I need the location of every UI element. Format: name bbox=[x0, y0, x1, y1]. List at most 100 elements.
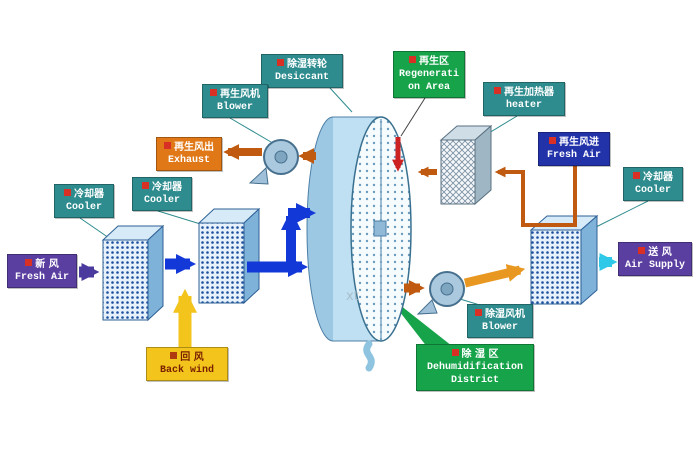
regen-blower-label-zh-text: 再生风机 bbox=[220, 89, 260, 100]
cooler-left-label-zh-text: 冷却器 bbox=[74, 189, 104, 200]
label-bullet-icon bbox=[170, 352, 178, 359]
cooler-right-label-en-text: Cooler bbox=[634, 185, 671, 196]
cooler-mid-label-en-text: Cooler bbox=[143, 195, 180, 206]
cooler-left-label: 冷却器 Cooler bbox=[54, 184, 114, 218]
dehum-blower-label: 除湿风机 Blower bbox=[467, 304, 533, 338]
regen-blower-shape bbox=[248, 139, 299, 185]
air-supply-label-zh: 送 风 bbox=[623, 246, 687, 259]
back-wind-label-zh-text: 回 风 bbox=[180, 352, 204, 363]
cooler-mid-label-zh-text: 冷却器 bbox=[152, 182, 182, 193]
dehum-blower-hub bbox=[440, 282, 454, 296]
label-bullet-icon bbox=[494, 87, 501, 94]
label-bullet-icon bbox=[638, 247, 646, 254]
cooler-left-side-face bbox=[147, 224, 164, 322]
air-supply-label-en-text: Air Supply bbox=[624, 260, 685, 271]
regen-intake-line-arrow bbox=[494, 163, 577, 227]
label-bullet-icon bbox=[451, 349, 459, 356]
leader-desiccant bbox=[329, 87, 353, 113]
label-bullet-icon bbox=[142, 182, 149, 189]
cooler-left-label-zh: 冷却器 bbox=[59, 188, 109, 201]
cooler-mid-front-face bbox=[198, 222, 245, 304]
desiccant-label: 除湿转轮 Desiccant bbox=[261, 54, 343, 88]
label-bullet-icon bbox=[164, 142, 171, 149]
label-bullet-icon bbox=[25, 259, 33, 266]
dehum-district-label-zh: 除 湿 区 bbox=[421, 348, 529, 361]
dehum-blower-label-zh-text: 除湿风机 bbox=[485, 309, 525, 320]
desiccant-label-zh: 除湿转轮 bbox=[266, 58, 338, 71]
regen-blower-label-en-text: Blower bbox=[216, 102, 253, 113]
label-bullet-icon bbox=[633, 172, 640, 179]
dehum-blower-to-cooler-arrow bbox=[463, 264, 526, 288]
leader-regen-blower bbox=[229, 117, 272, 143]
dehum-district-label-zh-text: 除 湿 区 bbox=[461, 349, 499, 360]
desiccant-label-zh-text: 除湿转轮 bbox=[287, 59, 327, 70]
regen-fresh-air-label: 再生风进 Fresh Air bbox=[538, 132, 610, 166]
dehum-blower-outlet bbox=[416, 299, 438, 315]
leader-regeneration-area bbox=[400, 97, 426, 137]
regeneration-area-label: 再生区 Regenerati on Area bbox=[393, 51, 465, 98]
cooler-right-label-zh: 冷却器 bbox=[628, 171, 678, 184]
regeneration-area-label-en2: on Area bbox=[407, 82, 450, 93]
label-bullet-icon bbox=[64, 189, 71, 196]
regen-heater-label: 再生加热器 heater bbox=[483, 82, 565, 116]
label-bullet-icon bbox=[549, 137, 556, 144]
cooler-mid-side-face bbox=[243, 207, 260, 305]
fresh-air-label: 新 风 Fresh Air bbox=[7, 254, 77, 288]
regeneration-area-label-zh: 再生区 bbox=[398, 55, 460, 68]
dehum-blower-label-en-text: Blower bbox=[481, 322, 518, 333]
regen-heater-label-en-text: heater bbox=[505, 100, 542, 111]
regen-blower-outlet bbox=[248, 166, 269, 185]
label-bullet-icon bbox=[210, 89, 217, 96]
exhaust-label-zh-text: 再生风出 bbox=[174, 142, 214, 153]
dehum-district-label-en2: District bbox=[450, 375, 499, 386]
regen-fresh-air-label-zh: 再生风进 bbox=[543, 136, 605, 149]
flow-arrows bbox=[79, 137, 618, 347]
regen-heater-label-zh: 再生加热器 bbox=[488, 86, 560, 99]
exhaust-label-zh: 再生风出 bbox=[161, 141, 217, 154]
label-bullet-icon bbox=[277, 59, 284, 66]
air-supply-label-zh-text: 送 风 bbox=[648, 247, 672, 258]
label-bullet-icon bbox=[409, 56, 416, 63]
fresh-air-label-zh-text: 新 风 bbox=[35, 259, 59, 270]
cooler-left-front-face bbox=[102, 239, 149, 321]
regeneration-area-label-en1: Regenerati bbox=[398, 69, 459, 80]
cooler-right-side-face bbox=[580, 214, 598, 306]
wheel-body-edges bbox=[333, 116, 381, 342]
heater-side-face bbox=[474, 124, 492, 206]
cooler-right-label-zh-text: 冷却器 bbox=[643, 172, 673, 183]
back-wind-label-zh: 回 风 bbox=[151, 351, 223, 364]
cooler-mid-label: 冷却器 Cooler bbox=[132, 177, 192, 211]
cooler-right-front-face bbox=[530, 229, 582, 305]
regen-heater-label-zh-text: 再生加热器 bbox=[504, 87, 554, 98]
leader-cooler-right bbox=[591, 200, 649, 230]
desiccant-label-en-text: Desiccant bbox=[274, 72, 329, 83]
cooler-box-mid bbox=[197, 207, 261, 305]
dehum-blower-shape bbox=[416, 271, 465, 315]
cooler-left-label-en-text: Cooler bbox=[65, 202, 102, 213]
regeneration-area-label-zh-text: 再生区 bbox=[419, 56, 449, 67]
dehum-district-label: 除 湿 区 Dehumidification District bbox=[416, 344, 534, 391]
dehum-blower-label-zh: 除湿风机 bbox=[472, 308, 528, 321]
desiccant-wheel bbox=[306, 116, 412, 342]
cooler-box-left bbox=[101, 224, 165, 322]
back-wind-label-en-text: Back wind bbox=[159, 365, 214, 376]
dehum-district-label-en1: Dehumidification bbox=[426, 362, 523, 373]
regen-fresh-air-label-zh-text: 再生风进 bbox=[559, 137, 599, 148]
cooler-mid-label-zh: 冷却器 bbox=[137, 181, 187, 194]
wheel-hub bbox=[373, 220, 387, 237]
fresh-air-label-zh: 新 风 bbox=[12, 258, 72, 271]
cooler-box-right bbox=[529, 214, 599, 306]
regen-blower-label-zh: 再生风机 bbox=[207, 88, 263, 101]
exhaust-label: 再生风出 Exhaust bbox=[156, 137, 222, 171]
regen-fresh-air-label-en-text: Fresh Air bbox=[546, 150, 601, 161]
air-supply-label: 送 风 Air Supply bbox=[618, 242, 692, 276]
heater-front-face bbox=[440, 139, 476, 205]
label-bullet-icon bbox=[475, 309, 482, 316]
cooler-right-label: 冷却器 Cooler bbox=[623, 167, 683, 201]
regen-blower-hub bbox=[274, 150, 288, 164]
regen-heater-box bbox=[439, 124, 493, 206]
back-wind-label: 回 风 Back wind bbox=[146, 347, 228, 381]
watermark-text: xt bbox=[346, 289, 359, 304]
